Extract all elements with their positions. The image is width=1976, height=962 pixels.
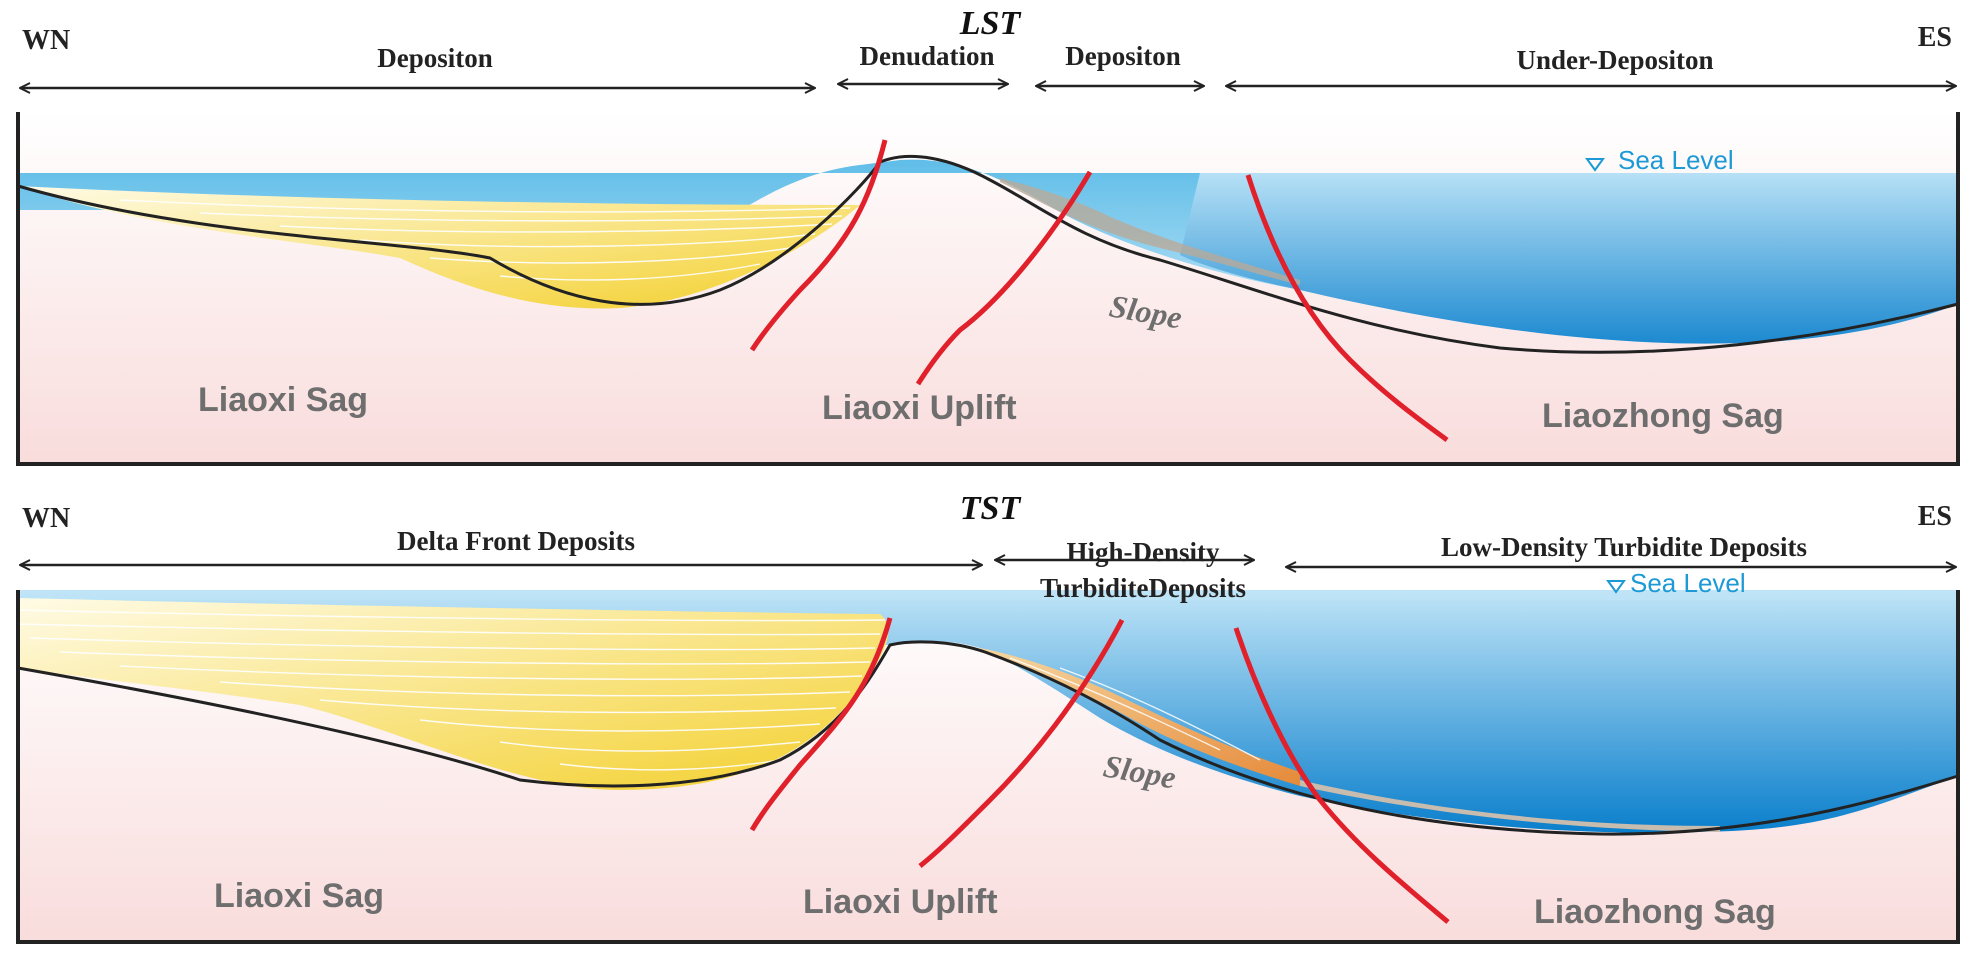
panel-tst: TST WN ES Delta Front Deposits High-Dens… [16, 490, 1960, 944]
zone-label: Denudation [859, 41, 994, 71]
region-label: Liaoxi Sag [214, 877, 384, 915]
delta-bedding [17, 609, 886, 771]
fault-line [749, 617, 893, 832]
direction-left: WN [22, 503, 70, 534]
low-density-turbidite [1300, 780, 1720, 832]
fault-line [915, 170, 1093, 386]
region-label: Liaoxi Sag [198, 381, 368, 419]
ground-profile [17, 155, 1959, 354]
region-label: Liaoxi Uplift [822, 389, 1017, 427]
sea-level-label: Sea Level [1630, 568, 1746, 598]
zone-label: High-Density [1066, 537, 1220, 567]
zone-label: Depositon [377, 43, 493, 73]
sea-water [18, 590, 1958, 833]
zone-label: Delta Front Deposits [397, 526, 635, 556]
zone-label: Under-Depositon [1516, 45, 1713, 75]
zone-label: Low-Density Turbidite Deposits [1441, 532, 1807, 562]
ground-profile [17, 640, 1959, 836]
fault-line [1245, 174, 1449, 443]
panel-title: TST [960, 490, 1022, 527]
deep-sea [1180, 173, 1958, 344]
direction-right: ES [1918, 22, 1952, 53]
sea-level-icon [1585, 158, 1605, 172]
zone-label: Depositon [1065, 41, 1181, 71]
delta-deposit [18, 598, 889, 790]
fault-line [749, 139, 888, 352]
delta-bedding [119, 199, 851, 281]
sea-level-label: Sea Level [1618, 145, 1734, 175]
region-label: Liaozhong Sag [1534, 893, 1776, 931]
direction-left: WN [22, 25, 70, 56]
fault-line [918, 618, 1125, 868]
sea-level-icon [1606, 580, 1626, 594]
sea-surface [18, 590, 1958, 600]
zone-label-line2: TurbiditeDeposits [1040, 573, 1246, 603]
turbidite-bedding [1009, 657, 1261, 761]
region-label: Liaozhong Sag [1542, 397, 1784, 435]
region-label: Liaoxi Uplift [803, 883, 998, 921]
panel-frame [16, 112, 1960, 466]
fault-line [1233, 627, 1450, 924]
panel-frame [16, 590, 1960, 944]
panel-title: LST [959, 5, 1022, 42]
slope-deposit [1000, 178, 1300, 285]
panel-lst: LST WN ES Depositon Denudation Depositon… [16, 5, 1960, 466]
direction-right: ES [1918, 501, 1952, 532]
